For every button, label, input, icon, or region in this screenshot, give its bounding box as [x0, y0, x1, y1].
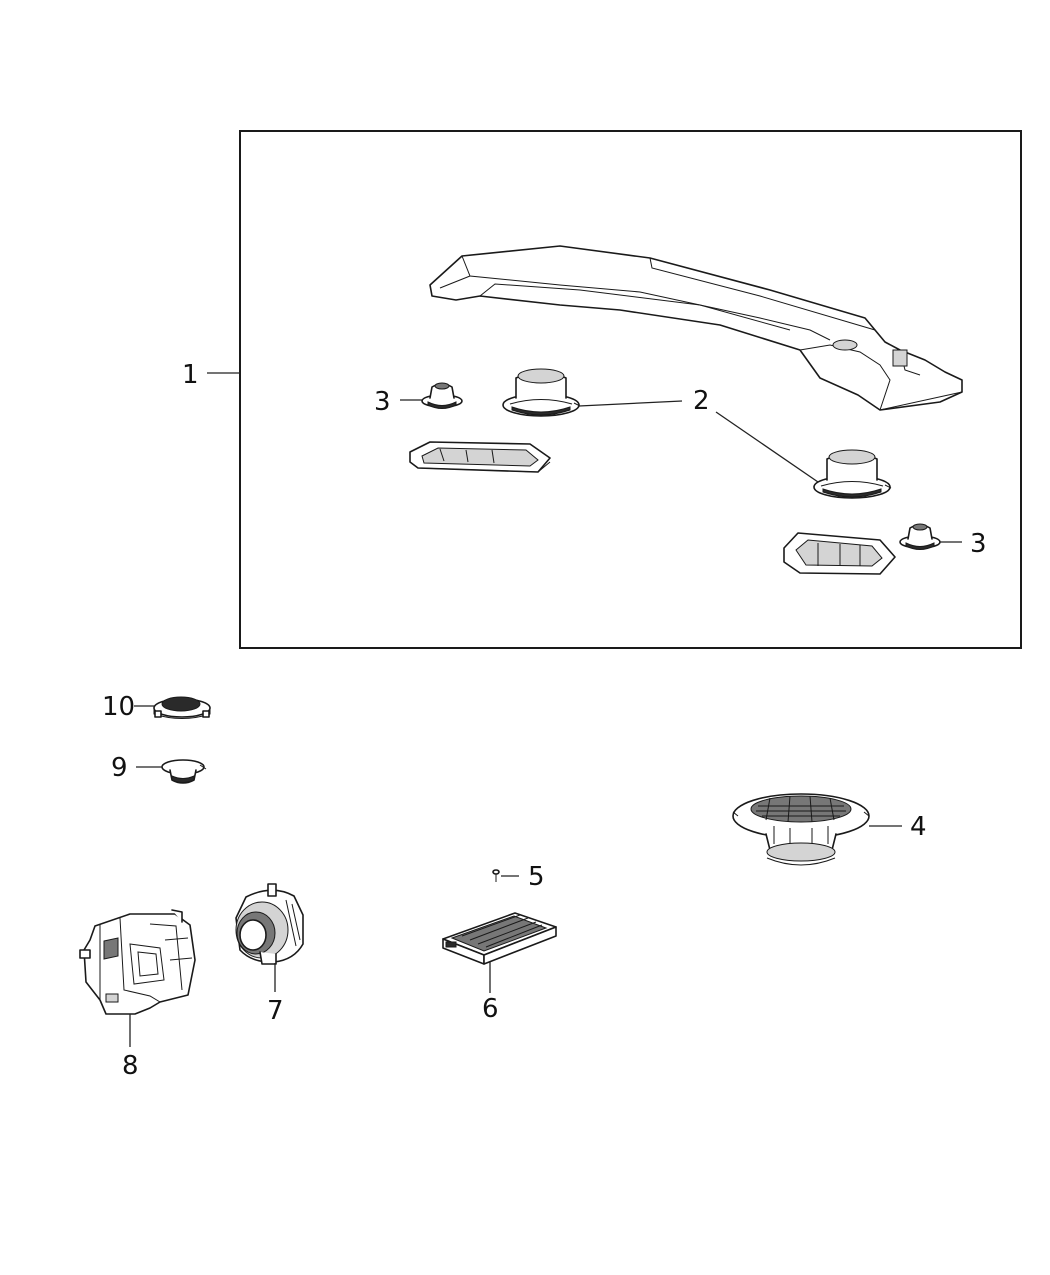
screw-5: [492, 869, 500, 882]
assembly-box: [239, 130, 1022, 649]
callout-1: 1: [182, 360, 199, 390]
tweeter-3-left: [421, 382, 463, 409]
tweeter-3-right: [899, 523, 941, 550]
oval-speaker-4: [732, 793, 870, 866]
callout-5: 5: [528, 862, 545, 892]
subwoofer-enclosure-8: [79, 909, 196, 1015]
round-speaker-7: [235, 883, 304, 965]
speaker-grille-left: [409, 441, 551, 473]
tweeter-9: [161, 759, 207, 784]
callout-6: 6: [482, 994, 499, 1024]
callout-2: 2: [693, 386, 710, 416]
housing-connector: [892, 349, 908, 367]
callout-3b: 3: [970, 529, 987, 559]
callout-10: 10: [102, 692, 135, 722]
callout-8: 8: [122, 1051, 139, 1081]
callout-9: 9: [111, 753, 128, 783]
leader-2a: [578, 400, 683, 407]
callout-4: 4: [910, 812, 927, 842]
overhead-speaker-housing: [429, 245, 963, 411]
callout-3a: 3: [374, 387, 391, 417]
leader-2b: [715, 411, 819, 483]
speaker-2-left: [502, 368, 581, 417]
speaker-2-right: [813, 449, 892, 499]
amplifier-6: [442, 912, 557, 965]
speaker-grille-right: [783, 532, 896, 575]
tweeter-cover-10: [153, 696, 211, 719]
callout-7: 7: [267, 996, 284, 1026]
